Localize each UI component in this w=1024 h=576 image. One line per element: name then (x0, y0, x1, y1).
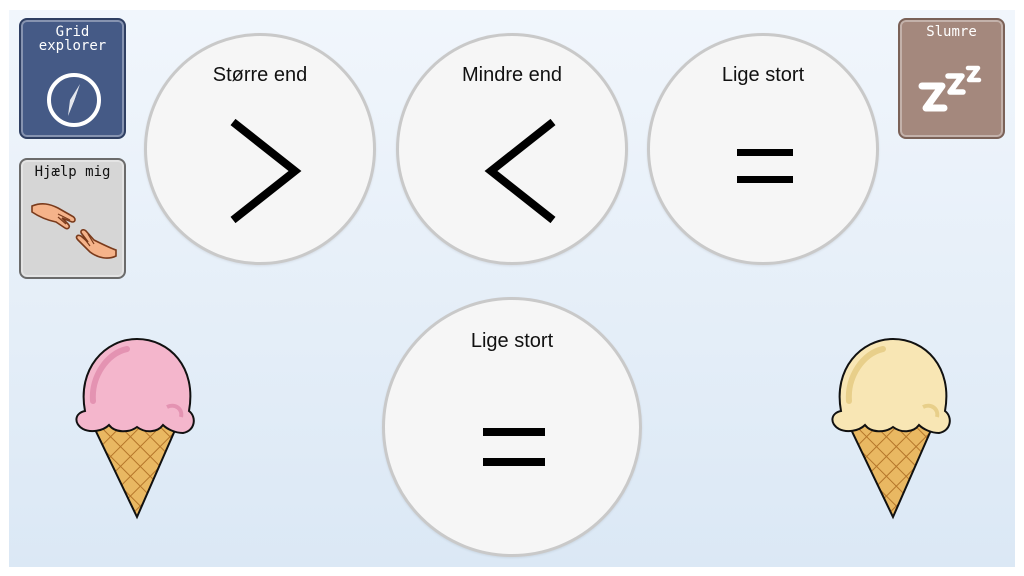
grid-explorer-button[interactable]: Grid explorer (19, 18, 126, 139)
strawberry-icecream-icon (75, 337, 195, 520)
equal-label: Lige stort (721, 64, 805, 86)
less-than-label: Mindre end (461, 64, 563, 86)
zzz-icon (918, 65, 982, 112)
help-me-label: Hjælp mig (34, 164, 111, 180)
grid-explorer-label: Grid explorer (38, 24, 107, 54)
greater-than-symbol (230, 118, 302, 224)
equals-symbol (737, 149, 793, 183)
grid-canvas: Grid explorer Hjælp mig Slumre Større en… (9, 10, 1015, 567)
less-than-circle[interactable]: Mindre end (396, 33, 628, 265)
compass-icon (47, 73, 101, 127)
snooze-button[interactable]: Slumre (898, 18, 1005, 139)
equal-circle[interactable]: Lige stort (647, 33, 879, 265)
less-than-symbol (484, 118, 556, 224)
greater-than-circle[interactable]: Større end (144, 33, 376, 265)
snooze-label: Slumre (926, 24, 977, 40)
helping-hands-icon (31, 203, 117, 259)
help-me-button[interactable]: Hjælp mig (19, 158, 126, 279)
answer-circle[interactable]: Lige stort (382, 297, 642, 557)
answer-label: Lige stort (470, 330, 554, 352)
vanilla-icecream-icon (831, 337, 951, 520)
greater-than-label: Større end (212, 64, 308, 86)
equals-symbol (483, 428, 545, 466)
